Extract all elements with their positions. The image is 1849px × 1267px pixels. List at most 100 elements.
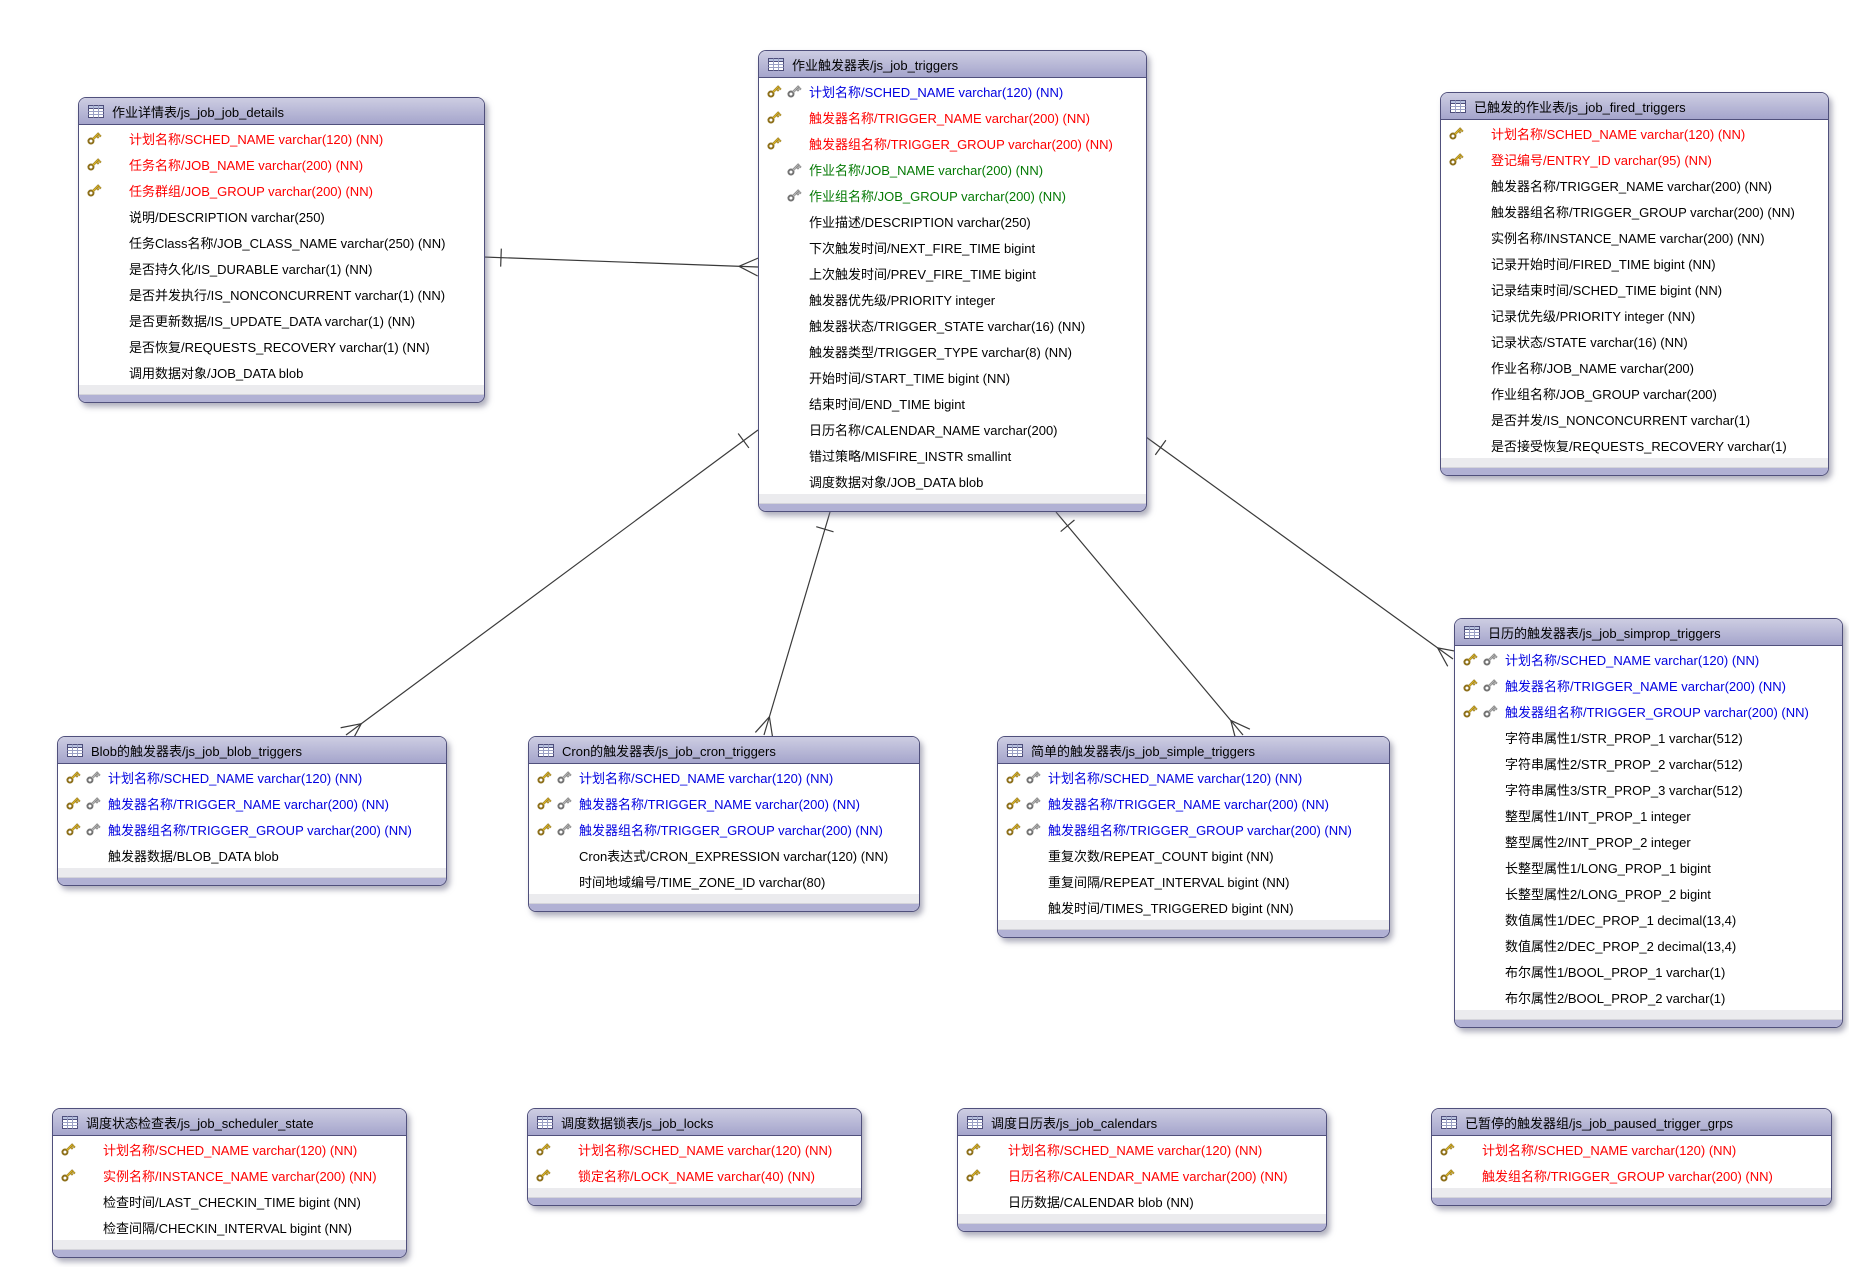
primary-key-icon: [1462, 651, 1478, 667]
table-header[interactable]: 日历的触发器表/js_job_simprop_triggers: [1455, 619, 1842, 646]
table-header[interactable]: 作业触发器表/js_job_triggers: [759, 51, 1146, 78]
field-row: 实例名称/INSTANCE_NAME varchar(200) (NN): [1441, 224, 1828, 250]
field-row: 记录结束时间/SCHED_TIME bigint (NN): [1441, 276, 1828, 302]
field-label: 重复间隔/REPEAT_INTERVAL bigint (NN): [1048, 874, 1290, 890]
table-header[interactable]: 作业详情表/js_job_job_details: [79, 98, 484, 125]
table-js_job_job_details[interactable]: 作业详情表/js_job_job_details 计划名称/SCHED_NAME…: [78, 97, 485, 403]
field-label: 计划名称/SCHED_NAME varchar(120) (NN): [579, 770, 834, 786]
table-js_job_triggers[interactable]: 作业触发器表/js_job_triggers 计划名称/SCHED_NAME v…: [758, 50, 1147, 512]
table-header[interactable]: 调度数据锁表/js_job_locks: [528, 1109, 861, 1136]
table-field-list: 计划名称/SCHED_NAME varchar(120) (NN)触发组名称/T…: [1432, 1136, 1831, 1188]
field-row: 实例名称/INSTANCE_NAME varchar(200) (NN): [53, 1162, 406, 1188]
field-row: 登记编号/ENTRY_ID varchar(95) (NN): [1441, 146, 1828, 172]
foreign-key-icon: [556, 795, 572, 811]
field-label: 触发器组名称/TRIGGER_GROUP varchar(200) (NN): [1491, 204, 1795, 220]
field-row: 字符串属性3/STR_PROP_3 varchar(512): [1455, 776, 1842, 802]
table-title: 调度数据锁表/js_job_locks: [561, 1115, 714, 1131]
field-label: 计划名称/SCHED_NAME varchar(120) (NN): [1048, 770, 1303, 786]
table-js_job_blob_triggers[interactable]: Blob的触发器表/js_job_blob_triggers 计划名称/SCHE…: [57, 736, 447, 886]
field-label: 是否并发/IS_NONCONCURRENT varchar(1): [1491, 412, 1751, 428]
field-label: 触发器名称/TRIGGER_NAME varchar(200) (NN): [1491, 178, 1772, 194]
field-row: 是否持久化/IS_DURABLE varchar(1) (NN): [79, 255, 484, 281]
table-header[interactable]: Cron的触发器表/js_job_cron_triggers: [529, 737, 919, 764]
field-row: 触发器名称/TRIGGER_NAME varchar(200) (NN): [1455, 672, 1842, 698]
field-label: 是否接受恢复/REQUESTS_RECOVERY varchar(1): [1491, 438, 1787, 454]
field-row: 下次触发时间/NEXT_FIRE_TIME bigint: [759, 234, 1146, 260]
field-label: 实例名称/INSTANCE_NAME varchar(200) (NN): [1491, 230, 1765, 246]
table-icon: [538, 743, 554, 757]
field-row: 计划名称/SCHED_NAME varchar(120) (NN): [58, 764, 446, 790]
field-label: 触发器优先级/PRIORITY integer: [809, 292, 996, 308]
table-js_job_scheduler_state[interactable]: 调度状态检查表/js_job_scheduler_state 计划名称/SCHE…: [52, 1108, 407, 1258]
field-label: 计划名称/SCHED_NAME varchar(120) (NN): [1491, 126, 1746, 142]
table-title: 作业详情表/js_job_job_details: [112, 104, 284, 120]
field-row: 作业描述/DESCRIPTION varchar(250): [759, 208, 1146, 234]
field-label: 是否并发执行/IS_NONCONCURRENT varchar(1) (NN): [129, 287, 446, 303]
table-js_job_locks[interactable]: 调度数据锁表/js_job_locks 计划名称/SCHED_NAME varc…: [527, 1108, 862, 1206]
field-row: 作业组名称/JOB_GROUP varchar(200) (NN): [759, 182, 1146, 208]
table-js_job_simprop_triggers[interactable]: 日历的触发器表/js_job_simprop_triggers 计划名称/SCH…: [1454, 618, 1843, 1028]
foreign-key-icon: [1482, 677, 1498, 693]
field-row: 日历名称/CALENDAR_NAME varchar(200) (NN): [958, 1162, 1326, 1188]
field-label: Cron表达式/CRON_EXPRESSION varchar(120) (NN…: [579, 848, 889, 864]
table-icon: [537, 1115, 553, 1129]
table-title: 简单的触发器表/js_job_simple_triggers: [1031, 743, 1255, 759]
field-label: 整型属性1/INT_PROP_1 integer: [1505, 808, 1691, 824]
table-footer: [1441, 458, 1828, 475]
field-row: 整型属性1/INT_PROP_1 integer: [1455, 802, 1842, 828]
table-field-list: 计划名称/SCHED_NAME varchar(120) (NN)触发器名称/T…: [58, 764, 446, 868]
field-label: 触发器类型/TRIGGER_TYPE varchar(8) (NN): [809, 344, 1072, 360]
table-icon: [1464, 625, 1480, 639]
primary-key-icon: [1448, 125, 1464, 141]
field-row: 作业名称/JOB_NAME varchar(200): [1441, 354, 1828, 380]
field-label: 检查时间/LAST_CHECKIN_TIME bigint (NN): [103, 1194, 361, 1210]
foreign-key-icon: [85, 769, 101, 785]
field-row: 触发器名称/TRIGGER_NAME varchar(200) (NN): [1441, 172, 1828, 198]
field-row: 触发时间/TIMES_TRIGGERED bigint (NN): [998, 894, 1389, 920]
table-footer: [58, 868, 446, 885]
field-row: 计划名称/SCHED_NAME varchar(120) (NN): [759, 78, 1146, 104]
primary-key-icon: [965, 1141, 981, 1157]
table-js_job_paused_trigger_grps[interactable]: 已暂停的触发器组/js_job_paused_trigger_grps 计划名称…: [1431, 1108, 1832, 1206]
table-header[interactable]: 简单的触发器表/js_job_simple_triggers: [998, 737, 1389, 764]
field-label: 日历名称/CALENDAR_NAME varchar(200) (NN): [1008, 1168, 1288, 1184]
field-row: 触发器组名称/TRIGGER_GROUP varchar(200) (NN): [529, 816, 919, 842]
field-label: 触发时间/TIMES_TRIGGERED bigint (NN): [1048, 900, 1294, 916]
field-row: 布尔属性2/BOOL_PROP_2 varchar(1): [1455, 984, 1842, 1010]
field-label: 计划名称/SCHED_NAME varchar(120) (NN): [129, 131, 384, 147]
table-header[interactable]: 调度日历表/js_job_calendars: [958, 1109, 1326, 1136]
table-header[interactable]: Blob的触发器表/js_job_blob_triggers: [58, 737, 446, 764]
table-js_job_fired_triggers[interactable]: 已触发的作业表/js_job_fired_triggers 计划名称/SCHED…: [1440, 92, 1829, 476]
table-header[interactable]: 调度状态检查表/js_job_scheduler_state: [53, 1109, 406, 1136]
table-header[interactable]: 已暂停的触发器组/js_job_paused_trigger_grps: [1432, 1109, 1831, 1136]
table-footer: [998, 920, 1389, 937]
table-footer: [529, 894, 919, 911]
table-footer: [79, 385, 484, 402]
field-row: 触发器状态/TRIGGER_STATE varchar(16) (NN): [759, 312, 1146, 338]
table-js_job_cron_triggers[interactable]: Cron的触发器表/js_job_cron_triggers 计划名称/SCHE…: [528, 736, 920, 912]
table-js_job_simple_triggers[interactable]: 简单的触发器表/js_job_simple_triggers 计划名称/SCHE…: [997, 736, 1390, 938]
primary-key-icon: [1448, 151, 1464, 167]
field-row: 调度数据对象/JOB_DATA blob: [759, 468, 1146, 494]
table-icon: [88, 104, 104, 118]
field-row: 上次触发时间/PREV_FIRE_TIME bigint: [759, 260, 1146, 286]
foreign-key-icon: [786, 83, 802, 99]
field-row: 开始时间/START_TIME bigint (NN): [759, 364, 1146, 390]
field-row: 任务群组/JOB_GROUP varchar(200) (NN): [79, 177, 484, 203]
primary-key-icon: [60, 1141, 76, 1157]
field-label: 触发器组名称/TRIGGER_GROUP varchar(200) (NN): [1048, 822, 1352, 838]
field-row: 是否更新数据/IS_UPDATE_DATA varchar(1) (NN): [79, 307, 484, 333]
field-label: 结束时间/END_TIME bigint: [809, 396, 966, 412]
field-label: 作业名称/JOB_NAME varchar(200): [1491, 360, 1694, 376]
field-row: 是否恢复/REQUESTS_RECOVERY varchar(1) (NN): [79, 333, 484, 359]
table-js_job_calendars[interactable]: 调度日历表/js_job_calendars 计划名称/SCHED_NAME v…: [957, 1108, 1327, 1232]
table-icon: [768, 57, 784, 71]
table-icon: [1007, 743, 1023, 757]
field-row: 字符串属性2/STR_PROP_2 varchar(512): [1455, 750, 1842, 776]
field-row: 检查间隔/CHECKIN_INTERVAL bigint (NN): [53, 1214, 406, 1240]
field-row: 触发器组名称/TRIGGER_GROUP varchar(200) (NN): [58, 816, 446, 842]
table-header[interactable]: 已触发的作业表/js_job_fired_triggers: [1441, 93, 1828, 120]
field-label: 整型属性2/INT_PROP_2 integer: [1505, 834, 1691, 850]
field-label: 作业名称/JOB_NAME varchar(200) (NN): [809, 162, 1044, 178]
field-row: 重复间隔/REPEAT_INTERVAL bigint (NN): [998, 868, 1389, 894]
